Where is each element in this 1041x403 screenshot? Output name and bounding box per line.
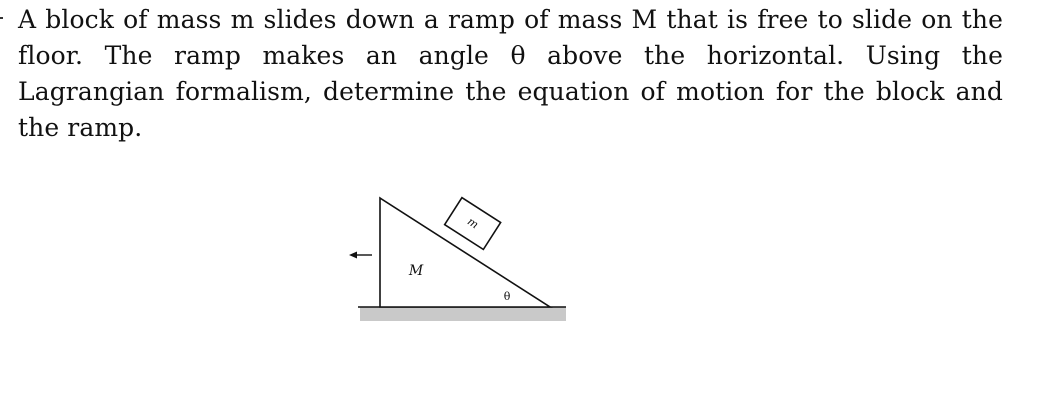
angle-label: θ	[504, 290, 511, 303]
page-edge-mark	[0, 17, 3, 19]
problem-statement: A block of mass m slides down a ramp of …	[18, 5, 1003, 142]
ramp	[379, 196, 553, 308]
ramp-label: M	[408, 263, 424, 279]
left-arrow-icon	[349, 251, 372, 259]
ramp-diagram: m M θ	[349, 196, 566, 321]
block: m	[443, 196, 502, 251]
floor	[360, 307, 566, 321]
